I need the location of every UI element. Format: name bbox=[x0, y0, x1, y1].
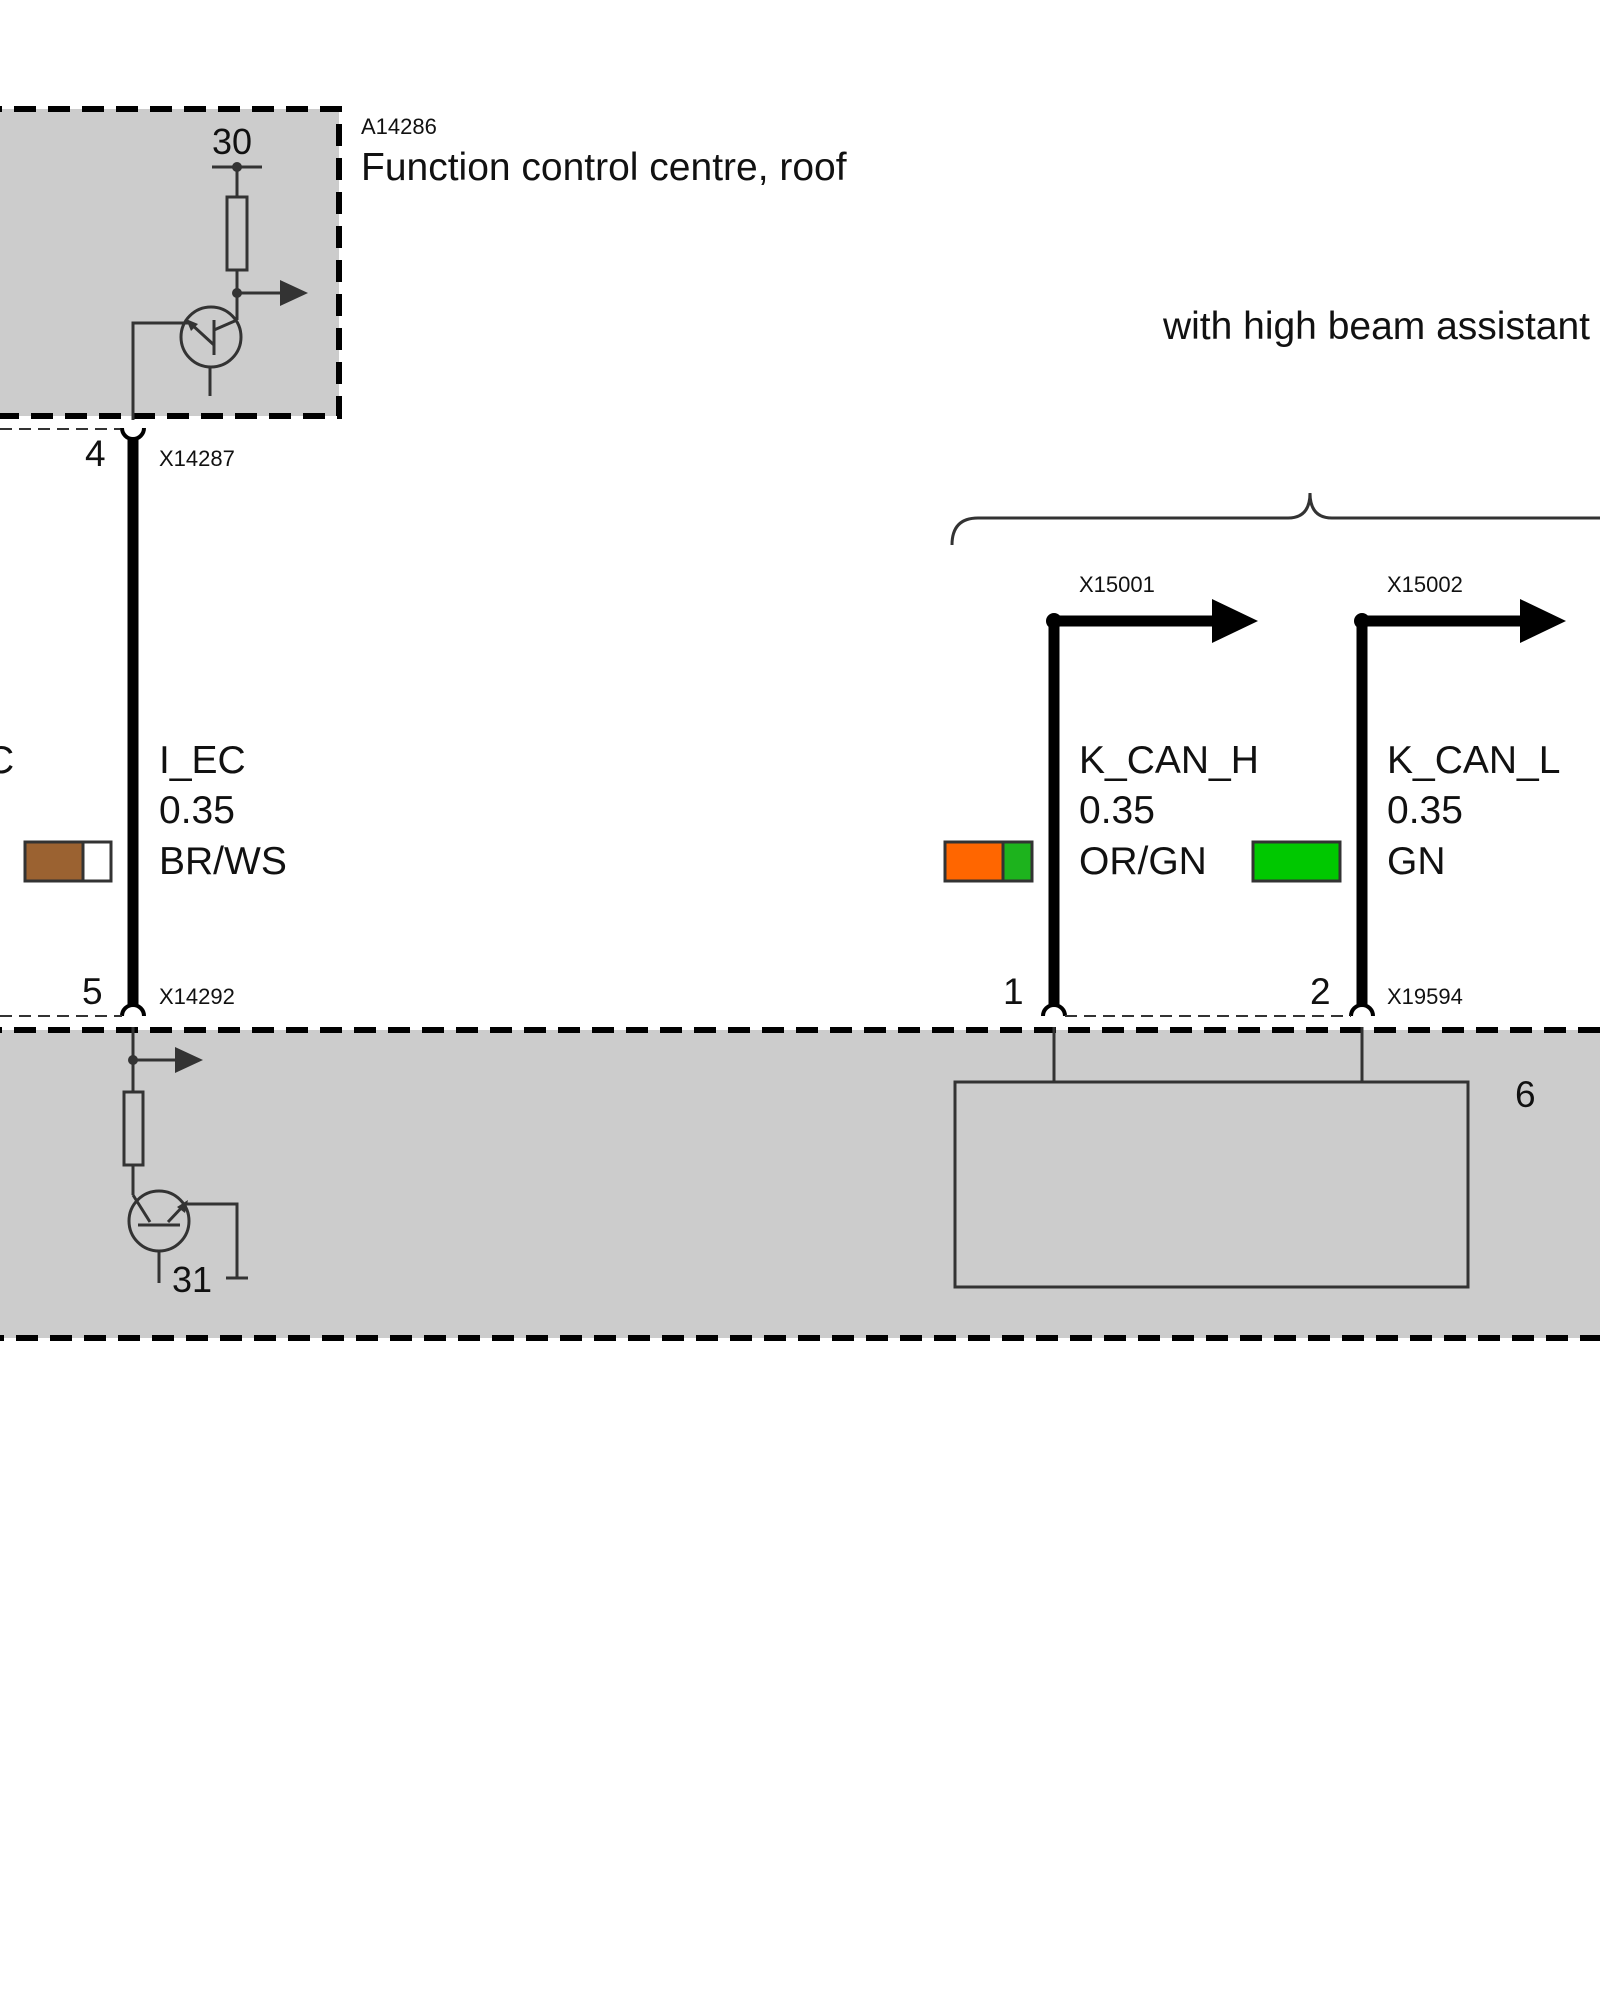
transistor-collector bbox=[131, 1194, 152, 1223]
terminal-30-label: 30 bbox=[212, 121, 252, 162]
connector-id: X15002 bbox=[1387, 572, 1463, 597]
swatch-primary bbox=[1251, 840, 1342, 883]
output-arrow-head bbox=[280, 280, 308, 306]
pin-number: 2 bbox=[1310, 971, 1331, 1012]
output-arrow-head bbox=[175, 1047, 203, 1073]
wire-i-ec: 4 X14287 I_EC 0.35 BR/WS 5 X14292 bbox=[82, 427, 287, 1017]
swatch-secondary bbox=[81, 840, 113, 883]
pin-socket bbox=[120, 1003, 146, 1017]
module-top-box bbox=[0, 106, 342, 419]
transistor-emitter-lead bbox=[185, 1202, 239, 1278]
module-top-ref: A14286 bbox=[361, 114, 437, 139]
arrow-head bbox=[1520, 599, 1566, 643]
wire-color-swatch bbox=[23, 840, 113, 883]
connector-id: X14287 bbox=[159, 446, 235, 471]
pin-socket bbox=[1041, 1003, 1067, 1017]
swatch-primary bbox=[23, 840, 85, 883]
pin-number: 4 bbox=[85, 433, 106, 474]
wire-signal: I_EC bbox=[159, 739, 246, 782]
pin-socket bbox=[120, 427, 146, 441]
wire-color-code: BR/WS bbox=[159, 840, 287, 883]
module-bottom: 31 6 bbox=[0, 1027, 1600, 1341]
junction-dot bbox=[232, 162, 242, 172]
control-unit-block bbox=[953, 1080, 1470, 1289]
wire-signal: K_CAN_H bbox=[1079, 739, 1259, 782]
swatch-primary bbox=[943, 840, 1005, 883]
transistor-output-lead bbox=[131, 321, 190, 420]
wire-color-code: GN bbox=[1387, 840, 1446, 883]
wire-k-can-h: X15001 K_CAN_H 0.35 OR/GN 1 bbox=[943, 572, 1259, 1017]
connector-id: X19594 bbox=[1387, 984, 1463, 1009]
wire-color-code: OR/GN bbox=[1079, 840, 1207, 883]
connector-id: X15001 bbox=[1079, 572, 1155, 597]
wire-cross-section: 0.35 bbox=[159, 789, 235, 832]
wire-cross-section: 0.35 bbox=[1079, 789, 1155, 832]
partial-signal-label: C bbox=[0, 739, 14, 782]
swatch-secondary bbox=[1001, 840, 1034, 883]
transistor-collector bbox=[213, 318, 238, 332]
connector-id: X14292 bbox=[159, 984, 235, 1009]
arrow-head bbox=[1212, 599, 1258, 643]
module-top-name: Function control centre, roof bbox=[361, 146, 847, 189]
pin-socket bbox=[1349, 1003, 1375, 1017]
module-function-control-centre: 30 A14286 Function control centre, roof bbox=[0, 106, 847, 420]
wire-cross-section: 0.35 bbox=[1387, 789, 1463, 832]
variant-note: with high beam assistant bbox=[1162, 305, 1590, 348]
module-number: 6 bbox=[1515, 1074, 1536, 1115]
pin-number: 1 bbox=[1003, 971, 1024, 1012]
variant-brace bbox=[950, 492, 1600, 546]
pin-number: 5 bbox=[82, 971, 103, 1012]
wire-signal: K_CAN_L bbox=[1387, 739, 1560, 782]
wire-k-can-l: X15002 K_CAN_L 0.35 GN 2 X19594 bbox=[1251, 572, 1566, 1017]
terminal-31-label: 31 bbox=[172, 1259, 212, 1300]
module-bottom-box bbox=[0, 1027, 1600, 1341]
